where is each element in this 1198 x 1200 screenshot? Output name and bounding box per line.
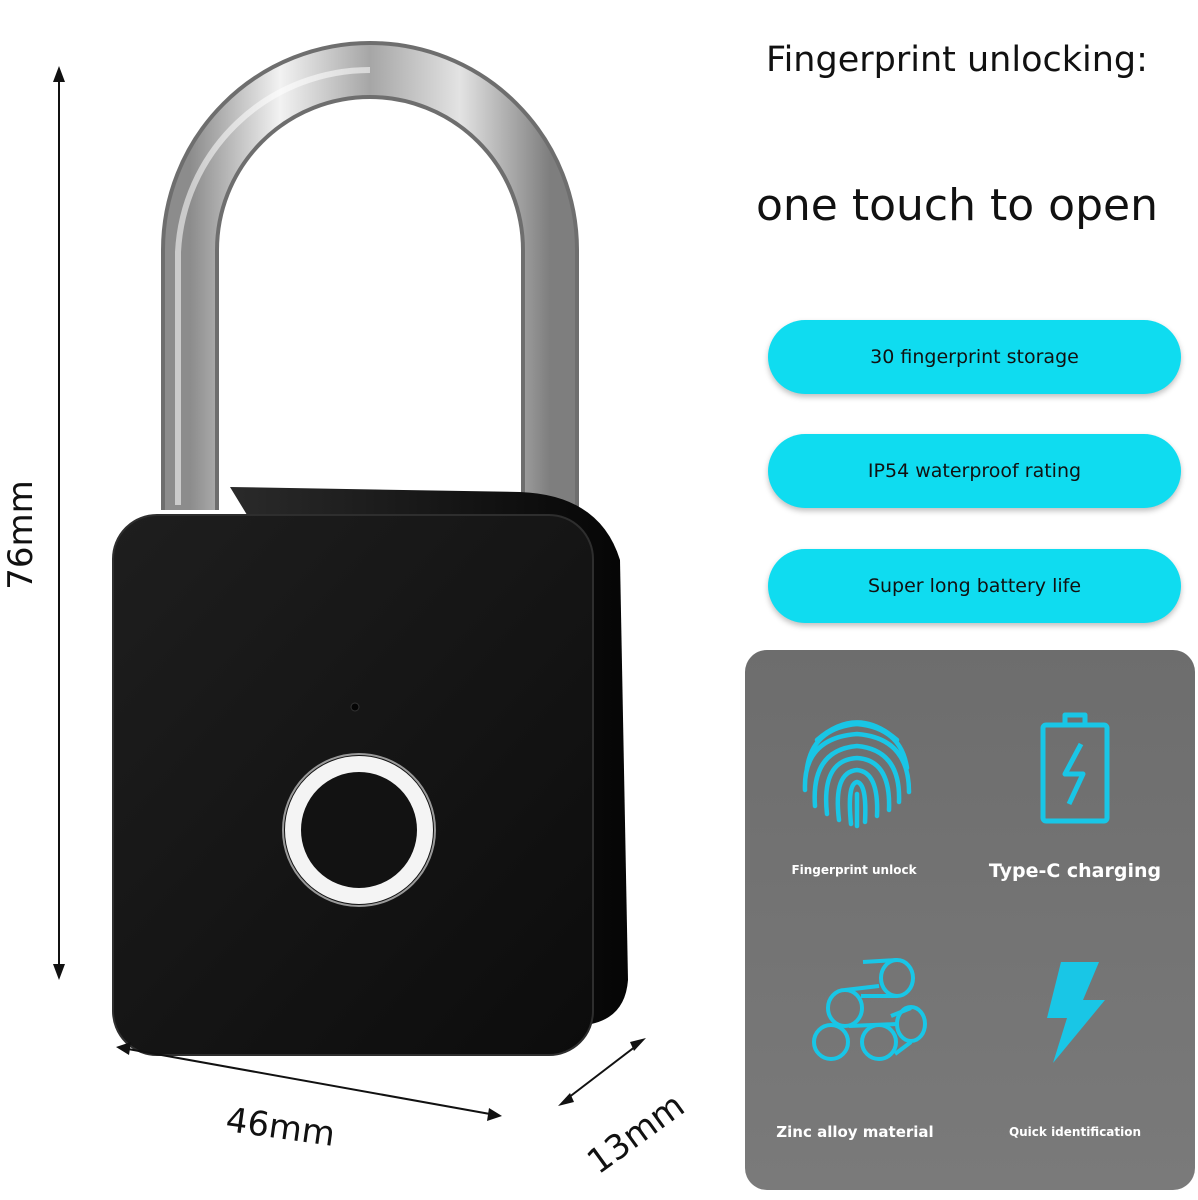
padlock-image — [53, 41, 646, 1121]
lock-body — [112, 487, 628, 1056]
feature-label-zinc-alloy: Zinc alloy material — [776, 1123, 934, 1141]
feature-grid-panel: Fingerprint unlock Type-C charging Zinc … — [745, 650, 1195, 1190]
shackle — [161, 41, 579, 545]
feature-pill-battery-life: Super long battery life — [768, 549, 1181, 623]
feature-label-quick-identification: Quick identification — [1008, 1125, 1142, 1139]
feature-label-fingerprint-unlock: Fingerprint unlock — [791, 863, 917, 877]
fingerprint-sensor — [285, 756, 433, 904]
feature-pill-waterproof-rating: IP54 waterproof rating — [768, 434, 1181, 508]
lightning-bolt-icon — [1047, 962, 1105, 1063]
headline-line-2: one touch to open — [756, 180, 1158, 231]
height-dimension-label: 76mm — [1, 480, 41, 590]
headline-line-1: Fingerprint unlocking: — [766, 40, 1148, 80]
feature-label-type-c-charging: Type-C charging — [988, 860, 1162, 882]
fingerprint-icon — [802, 720, 912, 829]
battery-charging-icon — [1040, 712, 1110, 824]
zinc-alloy-icon — [812, 958, 927, 1061]
feature-pill-fingerprint-storage: 30 fingerprint storage — [768, 320, 1181, 394]
dimension-lines — [53, 66, 646, 1121]
